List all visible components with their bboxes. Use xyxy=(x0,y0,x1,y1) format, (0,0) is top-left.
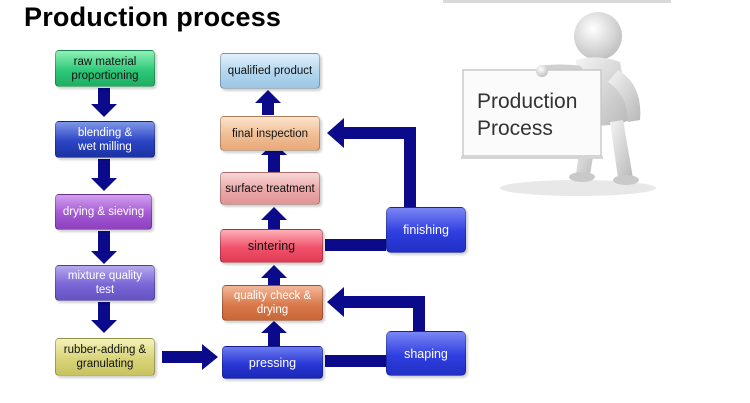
step-label: shaping xyxy=(404,346,448,361)
step-label: finishing xyxy=(403,223,449,237)
arrow-shaping-to-quality xyxy=(327,287,425,332)
arrow-quality-to-sintering xyxy=(261,265,287,286)
step-rubber-adding: rubber-adding & granulating xyxy=(55,338,155,376)
arrow-drying-to-mixture xyxy=(91,231,117,264)
arrow-final-to-qualified xyxy=(255,90,281,115)
step-label: qualified product xyxy=(227,65,313,77)
step-label: quality check & drying xyxy=(233,290,312,316)
top-divider-line xyxy=(443,0,671,3)
board-line-1: Production xyxy=(477,90,578,113)
step-finishing: finishing xyxy=(386,207,466,253)
arrow-sintering-to-finishing xyxy=(325,239,386,251)
step-label: final inspection xyxy=(231,127,309,140)
step-pressing: pressing xyxy=(222,346,323,379)
step-label: drying & sieving xyxy=(62,206,145,218)
page-title: Production process xyxy=(24,2,282,32)
step-surface-treatment: surface treatment xyxy=(220,172,320,205)
step-qualified-product: qualified product xyxy=(220,53,320,89)
arrow-sintering-to-surface xyxy=(261,207,287,230)
step-quality-check: quality check & drying xyxy=(222,285,323,321)
step-label: surface treatment xyxy=(225,182,315,195)
step-label: blending & wet milling xyxy=(77,126,133,153)
arrow-finishing-to-final xyxy=(327,118,416,207)
board-line-2: Process xyxy=(477,117,553,140)
arrow-rubber-to-pressing xyxy=(162,344,218,370)
arrow-pressing-to-shaping xyxy=(325,355,386,367)
figure-with-board-illustration xyxy=(461,12,656,196)
step-label: mixture quality test xyxy=(67,270,143,296)
arrow-blending-to-drying xyxy=(91,159,117,191)
step-mixture-test: mixture quality test xyxy=(55,265,155,301)
step-blending: blending & wet milling xyxy=(55,121,155,158)
step-final-inspection: final inspection xyxy=(220,116,320,151)
step-shaping: shaping xyxy=(386,331,466,376)
arrow-mixture-to-rubber xyxy=(91,302,117,333)
arrow-pressing-to-quality xyxy=(261,321,287,346)
step-label: raw material proportioning xyxy=(71,55,139,82)
step-label: sintering xyxy=(247,239,296,253)
step-label: rubber-adding & granulating xyxy=(63,344,147,370)
board-text: Production Process xyxy=(477,88,577,142)
arrow-raw-to-blending xyxy=(91,88,117,117)
step-drying-sieving: drying & sieving xyxy=(55,194,152,230)
step-sintering: sintering xyxy=(220,229,323,263)
step-label: pressing xyxy=(248,355,297,370)
step-raw-material: raw material proportioning xyxy=(55,50,155,87)
